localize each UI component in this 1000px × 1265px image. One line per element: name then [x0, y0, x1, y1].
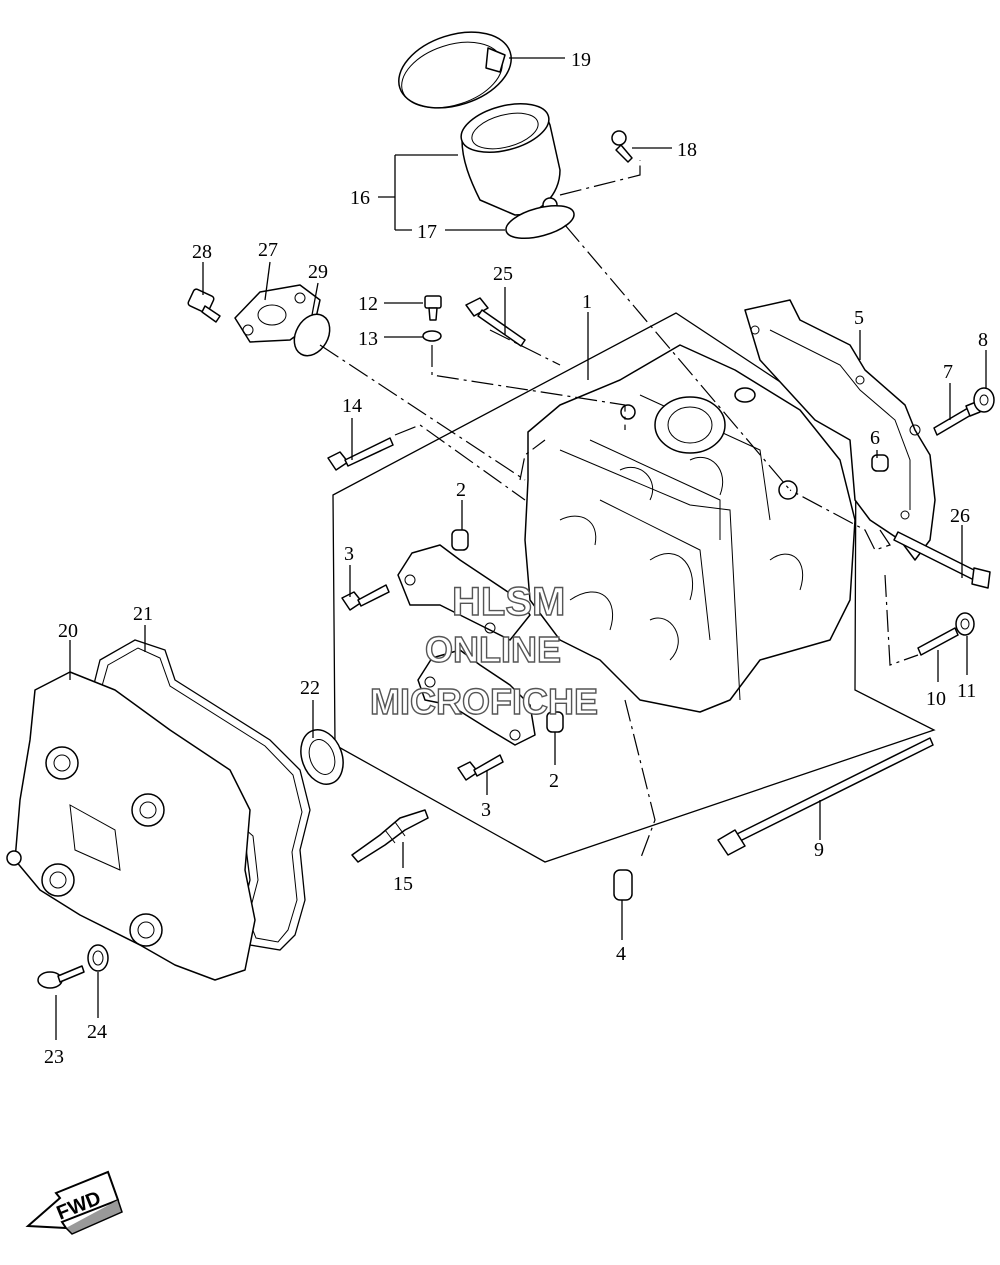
intake-pipe	[398, 31, 575, 240]
callout-2-lower: 2	[549, 770, 559, 792]
bolt-3-upper	[341, 584, 390, 611]
camshaft-holder-lower	[417, 649, 536, 746]
callout-22: 22	[300, 677, 320, 699]
bolt-3-lower	[457, 754, 504, 781]
callout-11: 11	[957, 680, 976, 702]
callout-25: 25	[493, 263, 513, 285]
callout-23: 23	[44, 1046, 64, 1068]
washer-13	[422, 330, 442, 342]
bolt-23	[37, 965, 85, 989]
callout-3-upper: 3	[344, 543, 354, 565]
callout-15: 15	[393, 873, 413, 895]
washer-8	[973, 387, 995, 413]
watermark: HLSM ONLINE MICROFICHE	[369, 579, 598, 722]
dowel-pin-4	[613, 869, 633, 901]
callout-4: 4	[616, 943, 626, 965]
callout-26: 26	[950, 505, 970, 527]
bolt-7	[933, 401, 981, 436]
dowel-pin-2-upper	[451, 529, 469, 551]
callout-18: 18	[677, 139, 697, 161]
head-cover-20	[6, 671, 256, 981]
callout-27: 27	[258, 239, 278, 261]
callout-24: 24	[87, 1021, 107, 1043]
callout-13: 13	[358, 328, 378, 350]
callout-2-upper: 2	[456, 479, 466, 501]
watermark-line3: MICROFICHE	[370, 681, 598, 722]
stud-26	[893, 531, 991, 589]
callout-19: 19	[571, 49, 591, 71]
bolt-9	[717, 737, 934, 856]
callout-1: 1	[582, 291, 592, 313]
callout-3-lower: 3	[481, 799, 491, 821]
callout-28: 28	[192, 241, 212, 263]
callout-9: 9	[814, 839, 824, 861]
dowel-pin-6	[871, 454, 889, 472]
fwd-arrow-icon: FWD	[25, 1170, 123, 1235]
bolt-28	[187, 288, 221, 323]
callout-14: 14	[342, 395, 362, 417]
callout-17: 17	[417, 221, 437, 243]
callout-6: 6	[870, 427, 880, 449]
watermark-line1: HLSM	[452, 580, 565, 624]
bolt-10	[917, 627, 959, 656]
callout-7: 7	[943, 361, 953, 383]
callout-8: 8	[978, 329, 988, 351]
head-gasket	[744, 299, 936, 561]
callout-5: 5	[854, 307, 864, 329]
watermark-line2: ONLINE	[425, 629, 561, 670]
callout-20: 20	[58, 620, 78, 642]
washer-24	[87, 944, 109, 972]
screw-18	[611, 130, 633, 163]
bolt-25	[465, 297, 526, 347]
callout-29: 29	[308, 261, 328, 283]
callout-21: 21	[133, 603, 153, 625]
washer-11	[955, 612, 975, 636]
bolt-14	[327, 437, 394, 471]
callout-12: 12	[358, 293, 378, 315]
callout-16: 16	[350, 187, 370, 209]
cylinder-head	[524, 344, 856, 713]
bolt-12	[424, 295, 442, 321]
camshaft-holder-upper	[397, 544, 531, 641]
spark-plug-15	[351, 809, 429, 863]
callout-10: 10	[926, 688, 946, 710]
assembly-outline	[332, 312, 936, 863]
